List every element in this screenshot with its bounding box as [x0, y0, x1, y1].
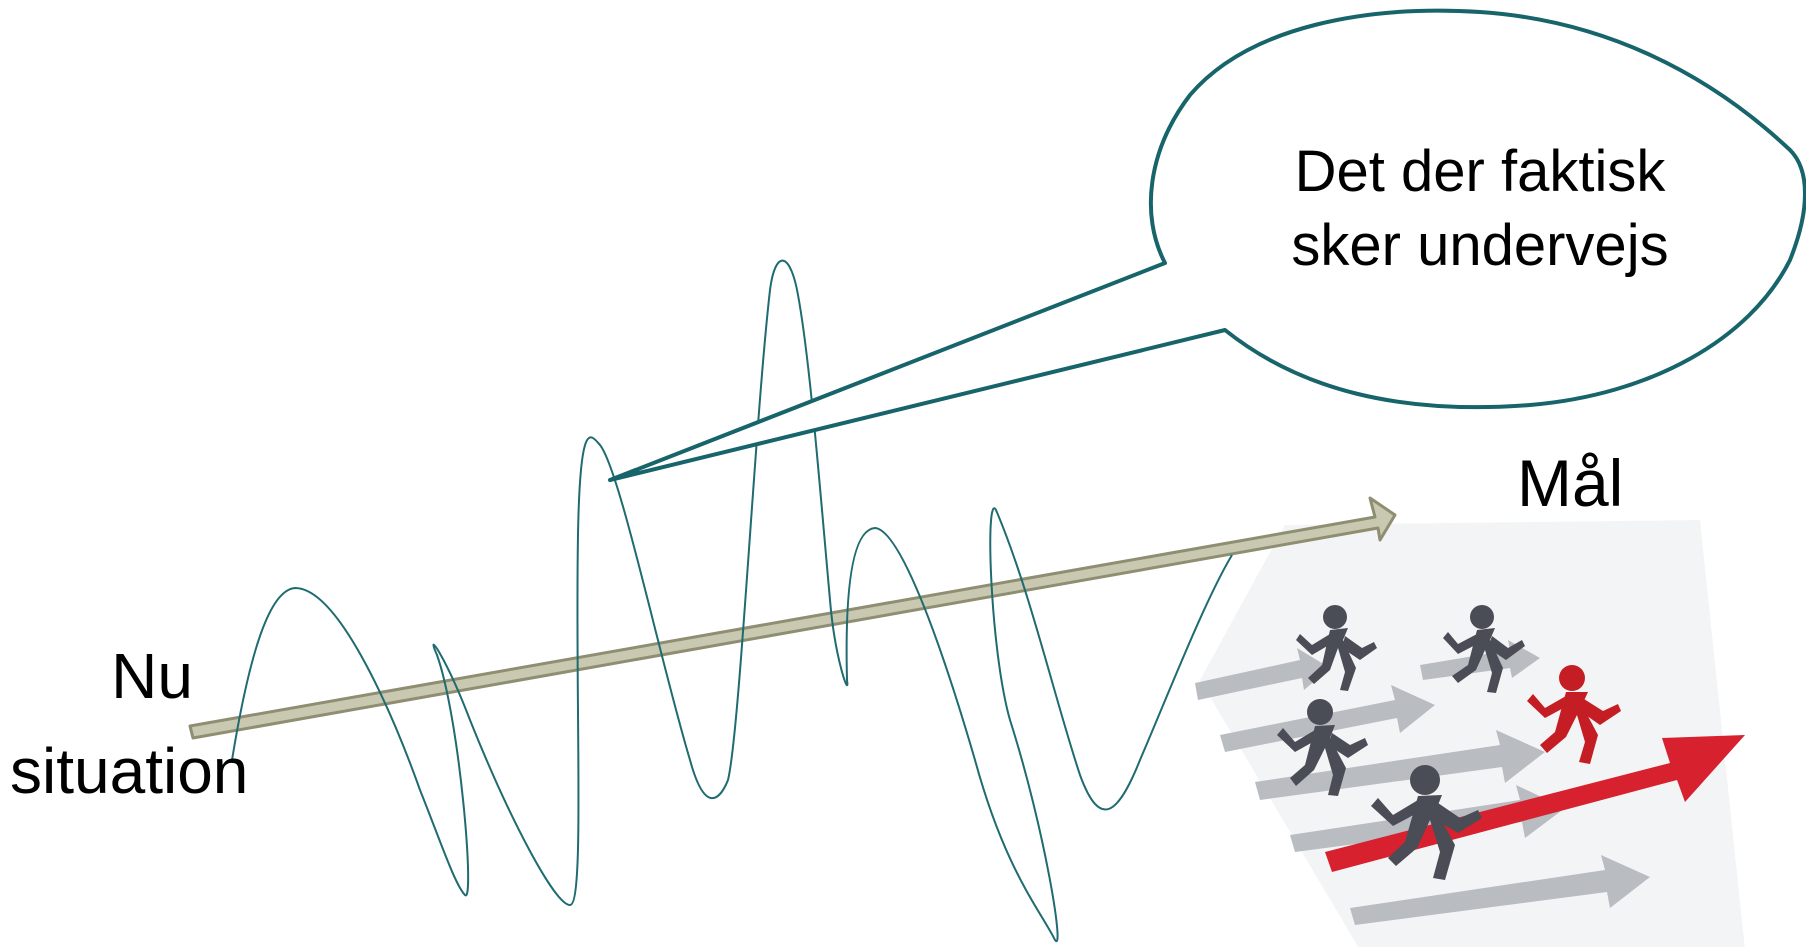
runner-3	[1277, 699, 1368, 796]
start-label-line2: situation	[10, 735, 249, 807]
bubble-text: Det der faktisk sker undervejs	[1240, 135, 1720, 283]
red-runner	[1527, 665, 1621, 764]
goal-label: Mål	[1517, 446, 1624, 520]
planned-path-arrow	[188, 496, 1397, 740]
runner-1	[1296, 605, 1377, 691]
actual-path-wave	[231, 259, 1233, 943]
speech-bubble	[608, 8, 1806, 482]
red-track-arrow	[1325, 735, 1745, 872]
bubble-text-line1: Det der faktisk	[1294, 139, 1666, 204]
gray-runners	[1277, 605, 1525, 880]
runner-2	[1443, 605, 1525, 693]
runner-4	[1371, 765, 1482, 880]
bubble-text-line2: sker undervejs	[1291, 213, 1669, 278]
runners-illustration	[1195, 520, 1745, 950]
start-label-line1: Nu	[111, 640, 193, 712]
